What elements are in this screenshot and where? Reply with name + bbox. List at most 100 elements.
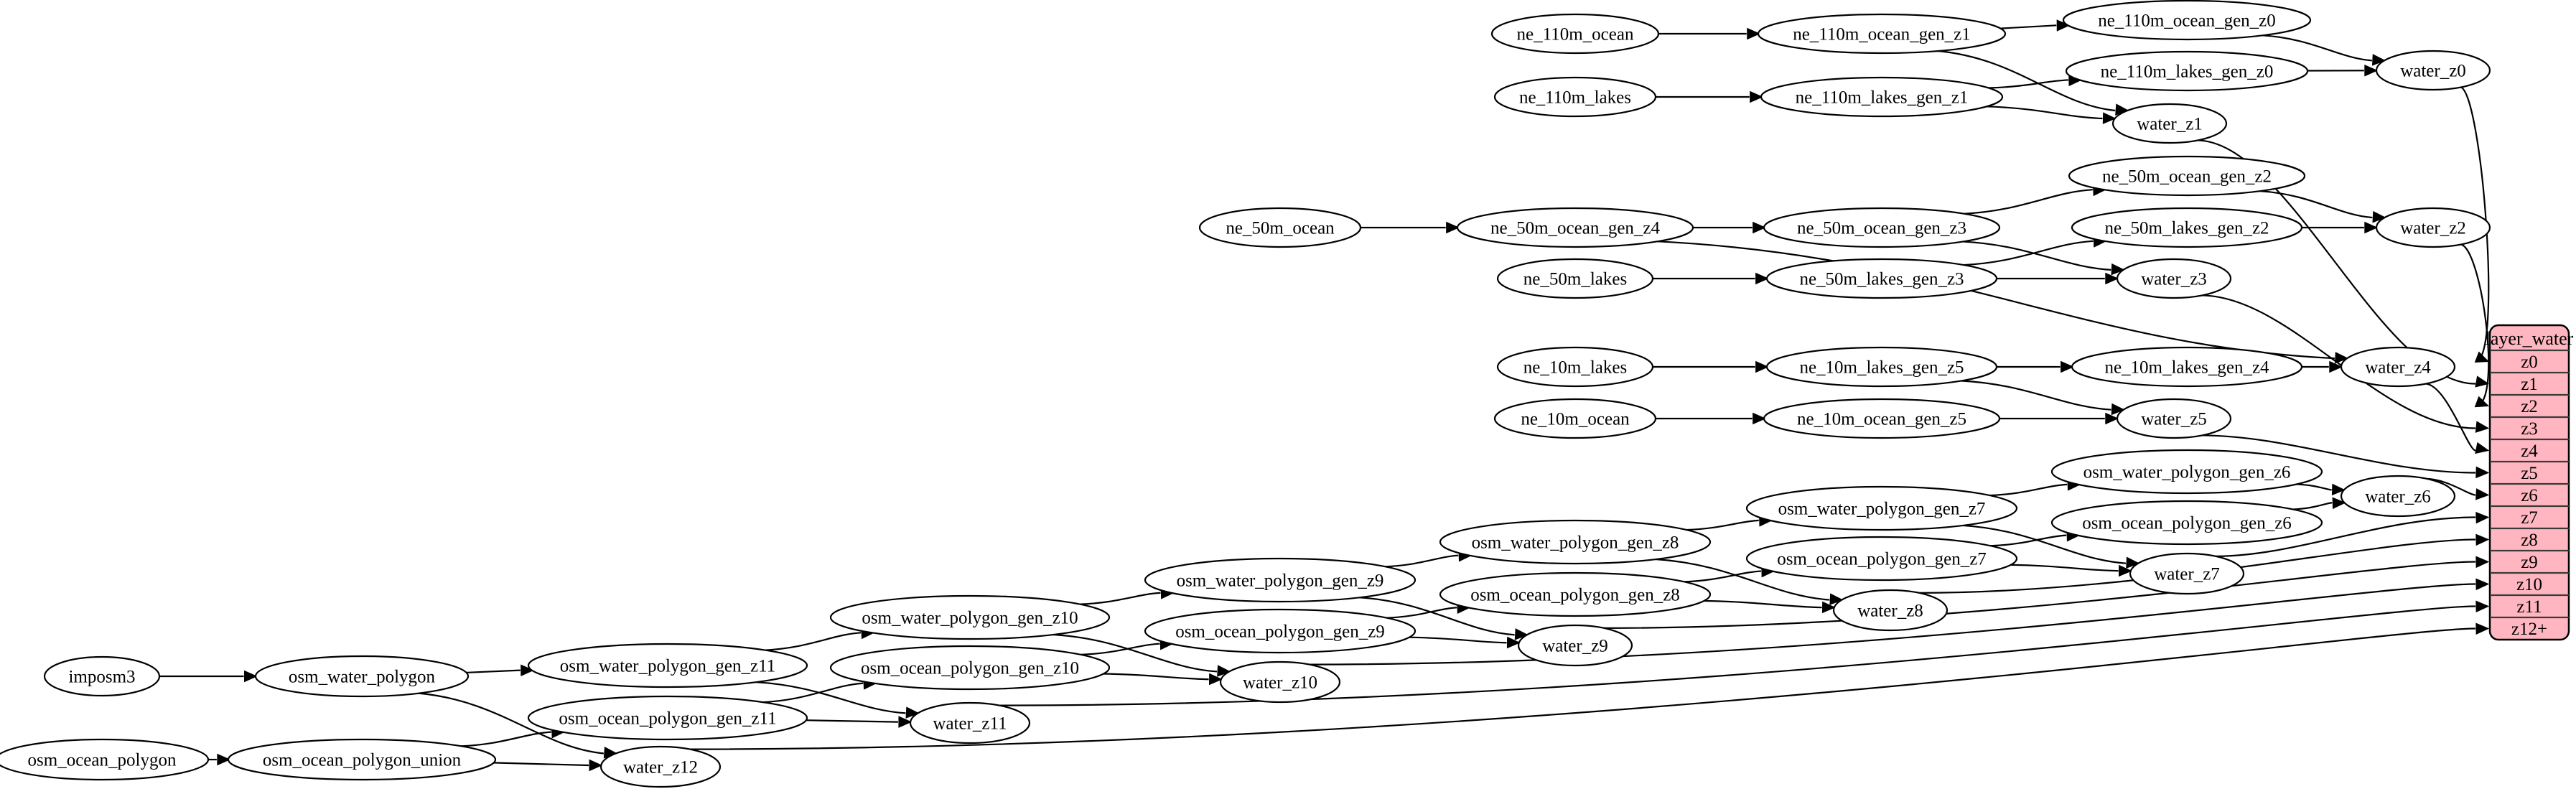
node-ne_50m_ocean_gen_z4[interactable]: ne_50m_ocean_gen_z4 (1456, 207, 1694, 248)
node-osm_water_polygon[interactable]: osm_water_polygon (254, 655, 470, 698)
legend-row-z4[interactable]: z4 (2521, 442, 2538, 461)
edge-arrowhead (1821, 601, 1836, 614)
edge-ne_110m_lakes_gen_z1-to-ne_110m_lakes_gen_z0 (1987, 79, 2068, 89)
node-water_z12[interactable]: water_z12 (599, 745, 722, 788)
node-ne_50m_lakes[interactable]: ne_50m_lakes (1496, 258, 1654, 299)
edge-arrowhead (1755, 360, 1769, 373)
node-ne_10m_lakes_gen_z5[interactable]: ne_10m_lakes_gen_z5 (1765, 346, 1998, 388)
node-osm_water_polygon_gen_z11[interactable]: osm_water_polygon_gen_z11 (527, 643, 808, 688)
node-ne_50m_ocean_gen_z3[interactable]: ne_50m_ocean_gen_z3 (1763, 207, 2001, 248)
node-shape (2071, 207, 2303, 248)
node-osm_water_polygon_gen_z9[interactable]: osm_water_polygon_gen_z9 (1144, 557, 1417, 603)
node-ne_50m_ocean[interactable]: ne_50m_ocean (1198, 207, 1362, 248)
node-label: osm_ocean_polygon_union (263, 751, 462, 770)
node-ne_110m_lakes_gen_z0[interactable]: ne_110m_lakes_gen_z0 (2065, 50, 2309, 92)
legend-row-z10[interactable]: z10 (2516, 575, 2542, 594)
node-ne_110m_ocean[interactable]: ne_110m_ocean (1490, 13, 1660, 55)
node-osm_ocean_polygon_gen_z11[interactable]: osm_ocean_polygon_gen_z11 (527, 695, 808, 741)
edge-arrowhead (2056, 19, 2071, 32)
node-shape (527, 695, 808, 741)
node-imposm3[interactable]: imposm3 (43, 655, 161, 697)
node-osm_ocean_polygon_gen_z6[interactable]: osm_ocean_polygon_gen_z6 (2050, 500, 2323, 546)
edge-arrowhead (2475, 421, 2490, 433)
legend-row-z5[interactable]: z5 (2521, 464, 2538, 483)
node-osm_water_polygon_gen_z7[interactable]: osm_water_polygon_gen_z7 (1745, 485, 2018, 531)
edge-water_z7-to-layer_water.z7 (2214, 516, 2476, 557)
node-ne_10m_ocean_gen_z5[interactable]: ne_10m_ocean_gen_z5 (1763, 398, 2001, 439)
node-osm_water_polygon_gen_z10[interactable]: osm_water_polygon_gen_z10 (829, 594, 1111, 640)
node-ne_50m_ocean_gen_z2[interactable]: ne_50m_ocean_gen_z2 (2068, 155, 2306, 197)
node-shape (527, 643, 808, 688)
edge-ne_50m_lakes_gen_z3-to-ne_50m_lakes_gen_z2 (1962, 240, 2094, 266)
legend-row-z7[interactable]: z7 (2521, 508, 2538, 528)
edge-arrowhead (1208, 673, 1223, 686)
edge-arrowhead (2102, 112, 2117, 124)
node-water_z3[interactable]: water_z3 (2116, 258, 2232, 299)
legend-row-z11[interactable]: z11 (2516, 597, 2542, 617)
edge-arrowhead (2332, 497, 2346, 510)
node-ne_110m_lakes_gen_z1[interactable]: ne_110m_lakes_gen_z1 (1760, 76, 2004, 118)
edge-osm_ocean_polygon_gen_z10-to-water_z10 (1101, 673, 1209, 681)
node-water_z6[interactable]: water_z6 (2340, 475, 2456, 518)
node-label: water_z9 (1542, 637, 1608, 656)
node-label: ne_110m_lakes_gen_z1 (1796, 88, 1969, 108)
edge-osm_ocean_polygon_gen_z9-to-osm_ocean_polygon_gen_z8 (1385, 607, 1457, 619)
node-shape (2340, 346, 2456, 388)
edge-osm_ocean_polygon_gen_z11-to-water_z11 (804, 719, 898, 723)
node-water_z8[interactable]: water_z8 (1832, 589, 1949, 632)
edge-arrowhead (217, 753, 231, 766)
legend-row-z0[interactable]: z0 (2521, 353, 2538, 372)
node-ne_10m_ocean[interactable]: ne_10m_ocean (1493, 398, 1657, 439)
node-ne_110m_ocean_gen_z1[interactable]: ne_110m_ocean_gen_z1 (1757, 13, 2007, 55)
node-label: ne_10m_ocean_gen_z5 (1797, 410, 1966, 429)
node-label: osm_water_polygon_gen_z8 (1472, 533, 1679, 553)
node-water_z7[interactable]: water_z7 (2129, 552, 2245, 595)
node-water_z1[interactable]: water_z1 (2111, 103, 2228, 144)
legend-row-z9[interactable]: z9 (2521, 553, 2538, 572)
node-shape (1493, 398, 1657, 439)
edge-arrowhead (2475, 556, 2490, 569)
legend-row-z1[interactable]: z1 (2521, 375, 2538, 394)
node-water_z2[interactable]: water_z2 (2375, 207, 2491, 248)
legend-row-z3[interactable]: z3 (2521, 419, 2538, 439)
node-water_z10[interactable]: water_z10 (1219, 660, 1341, 704)
edge-arrowhead (1514, 628, 1529, 640)
legend-row-z2[interactable]: z2 (2521, 397, 2538, 416)
edge-osm_water_polygon_gen_z11-to-water_z11 (755, 681, 906, 714)
node-water_z9[interactable]: water_z9 (1517, 624, 1633, 667)
node-ne_110m_lakes[interactable]: ne_110m_lakes (1493, 76, 1657, 118)
legend-table[interactable]: layer_waterz0z1z2z3z4z5z6z7z8z9z10z11z12… (2486, 324, 2574, 641)
node-label: water_z1 (2137, 115, 2203, 134)
node-label: ne_50m_lakes_gen_z2 (2104, 219, 2269, 238)
node-ne_110m_ocean_gen_z0[interactable]: ne_110m_ocean_gen_z0 (2062, 0, 2312, 41)
node-water_z4[interactable]: water_z4 (2340, 346, 2456, 388)
edge-arrowhead (1747, 27, 1760, 40)
node-label: water_z4 (2365, 358, 2431, 378)
node-ne_50m_lakes_gen_z2[interactable]: ne_50m_lakes_gen_z2 (2071, 207, 2303, 248)
node-osm_ocean_polygon_gen_z8[interactable]: osm_ocean_polygon_gen_z8 (1439, 571, 1712, 617)
edge-water_z4-to-layer_water.z4 (2425, 383, 2476, 452)
node-ne_10m_lakes_gen_z4[interactable]: ne_10m_lakes_gen_z4 (2071, 346, 2303, 388)
node-label: ne_10m_lakes (1523, 358, 1627, 378)
node-osm_ocean_polygon_gen_z9[interactable]: osm_ocean_polygon_gen_z9 (1144, 608, 1417, 654)
node-ne_10m_lakes[interactable]: ne_10m_lakes (1496, 346, 1654, 388)
node-water_z0[interactable]: water_z0 (2375, 50, 2491, 91)
node-water_z11[interactable]: water_z11 (909, 701, 1031, 744)
node-ne_50m_lakes_gen_z3[interactable]: ne_50m_lakes_gen_z3 (1765, 258, 1998, 299)
edge-osm_ocean_polygon_gen_z9-to-water_z9 (1408, 636, 1507, 644)
node-osm_ocean_polygon_gen_z7[interactable]: osm_ocean_polygon_gen_z7 (1745, 536, 2018, 582)
legend-row-z8[interactable]: z8 (2521, 531, 2538, 550)
edge-arrowhead (2475, 375, 2490, 388)
legend-row-z6[interactable]: z6 (2521, 486, 2538, 505)
node-label: water_z3 (2141, 270, 2207, 289)
node-osm_ocean_polygon[interactable]: osm_ocean_polygon (0, 738, 210, 781)
node-osm_water_polygon_gen_z8[interactable]: osm_water_polygon_gen_z8 (1439, 519, 1712, 565)
node-osm_ocean_polygon_union[interactable]: osm_ocean_polygon_union (227, 738, 497, 781)
edge-arrowhead (2105, 272, 2119, 285)
node-osm_water_polygon_gen_z6[interactable]: osm_water_polygon_gen_z6 (2050, 449, 2323, 495)
legend-row-z12+[interactable]: z12+ (2511, 620, 2547, 639)
edge-ne_110m_ocean_gen_z1-to-ne_110m_ocean_gen_z0 (1999, 24, 2057, 29)
node-osm_ocean_polygon_gen_z10[interactable]: osm_ocean_polygon_gen_z10 (829, 645, 1111, 691)
edge-osm_water_polygon_gen_z9-to-water_z9 (1358, 596, 1515, 636)
node-water_z5[interactable]: water_z5 (2116, 398, 2232, 439)
